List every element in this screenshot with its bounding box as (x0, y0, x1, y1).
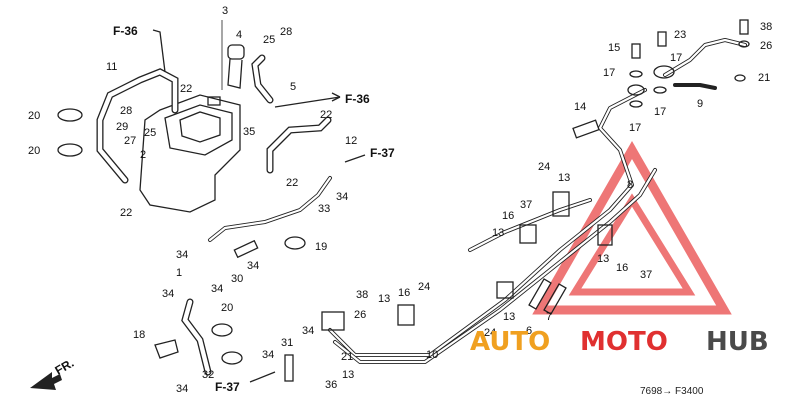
callout-3: 3 (222, 5, 228, 17)
callout-37-b: 37 (640, 269, 652, 281)
callout-29: 29 (116, 121, 128, 133)
callout-24-a: 24 (418, 281, 430, 293)
direction-label: FR. (53, 356, 77, 378)
callout-18: 18 (133, 329, 145, 341)
callout-36: 36 (325, 379, 337, 391)
callout-23: 23 (674, 29, 686, 41)
callout-34-b: 34 (176, 249, 188, 261)
callout-20-a: 20 (28, 110, 40, 122)
callout-17-d: 17 (629, 122, 641, 134)
watermark-auto: AUTO (470, 327, 550, 357)
callout-10: 10 (426, 349, 438, 361)
callout-38-a: 38 (356, 289, 368, 301)
callout-34-a: 34 (336, 191, 348, 203)
callout-22-left: 22 (120, 207, 132, 219)
filler-cap (221, 20, 245, 90)
callout-21-b: 21 (758, 72, 770, 84)
callout-24-c: 24 (538, 161, 550, 173)
callout-8: 8 (627, 179, 633, 191)
callout-32: 32 (202, 369, 214, 381)
callout-22-mid: 22 (286, 177, 298, 189)
watermark-text: AUTO MOTO HUB (470, 327, 769, 357)
callout-16-b: 16 (502, 210, 514, 222)
callout-9: 9 (697, 98, 703, 110)
callout-17-b: 17 (670, 52, 682, 64)
callout-13-f: 13 (597, 253, 609, 265)
callout-7: 7 (546, 311, 552, 323)
watermark-hub: HUB (706, 327, 769, 357)
callout-17-a: 17 (603, 67, 615, 79)
callout-31: 31 (281, 337, 293, 349)
callout-33: 33 (318, 203, 330, 215)
callout-34-g: 34 (262, 349, 274, 361)
callout-28-left: 28 (120, 105, 132, 117)
callout-22-top: 22 (180, 83, 192, 95)
callout-22-right: 22 (320, 109, 332, 121)
callout-19: 19 (315, 241, 327, 253)
callout-13-d: 13 (492, 227, 504, 239)
callout-12: 12 (345, 135, 357, 147)
callout-2: 2 (140, 149, 146, 161)
callout-26-b: 26 (760, 40, 772, 52)
callout-25-left: 25 (144, 127, 156, 139)
callout-25: 25 (263, 34, 275, 46)
callout-38-b: 38 (760, 21, 772, 33)
callout-4: 4 (236, 29, 242, 41)
callout-11: 11 (106, 61, 117, 73)
callout-15: 15 (608, 42, 620, 54)
callout-20-b: 20 (28, 145, 40, 157)
reservoir-tank (139, 94, 241, 213)
callout-35: 35 (243, 126, 255, 138)
footer-code: 7698→ F3400 (640, 386, 704, 397)
callout-13-b: 13 (342, 369, 354, 381)
callout-30: 30 (231, 273, 243, 285)
callout-14: 14 (574, 101, 586, 113)
callout-16-c: 16 (616, 262, 628, 274)
callout-27: 27 (124, 135, 136, 147)
callout-17-c: 17 (654, 106, 666, 118)
ref-f37-bottom: F-37 (215, 380, 240, 394)
callout-6: 6 (526, 325, 532, 337)
callout-34-h: 34 (302, 325, 314, 337)
callout-5: 5 (290, 81, 296, 93)
callout-34-c: 34 (162, 288, 174, 300)
callout-16-a: 16 (398, 287, 410, 299)
callout-21-a: 21 (341, 351, 353, 363)
callout-34-e: 34 (211, 283, 223, 295)
ref-f37-right: F-37 (370, 146, 395, 160)
callout-37-a: 37 (520, 199, 532, 211)
callout-13-a: 13 (378, 293, 390, 305)
callout-34-f: 34 (176, 383, 188, 395)
ref-f36-right: F-36 (345, 92, 370, 106)
callout-1: 1 (176, 267, 182, 279)
callout-28: 28 (280, 26, 292, 38)
watermark-moto: MOTO (580, 327, 668, 357)
callout-34-d: 34 (247, 260, 259, 272)
callout-26-a: 26 (354, 309, 366, 321)
ref-f36-top: F-36 (113, 24, 138, 38)
callout-13-c: 13 (503, 311, 515, 323)
callout-24-b: 24 (484, 327, 496, 339)
callout-20-c: 20 (221, 302, 233, 314)
callout-13-e: 13 (558, 172, 570, 184)
